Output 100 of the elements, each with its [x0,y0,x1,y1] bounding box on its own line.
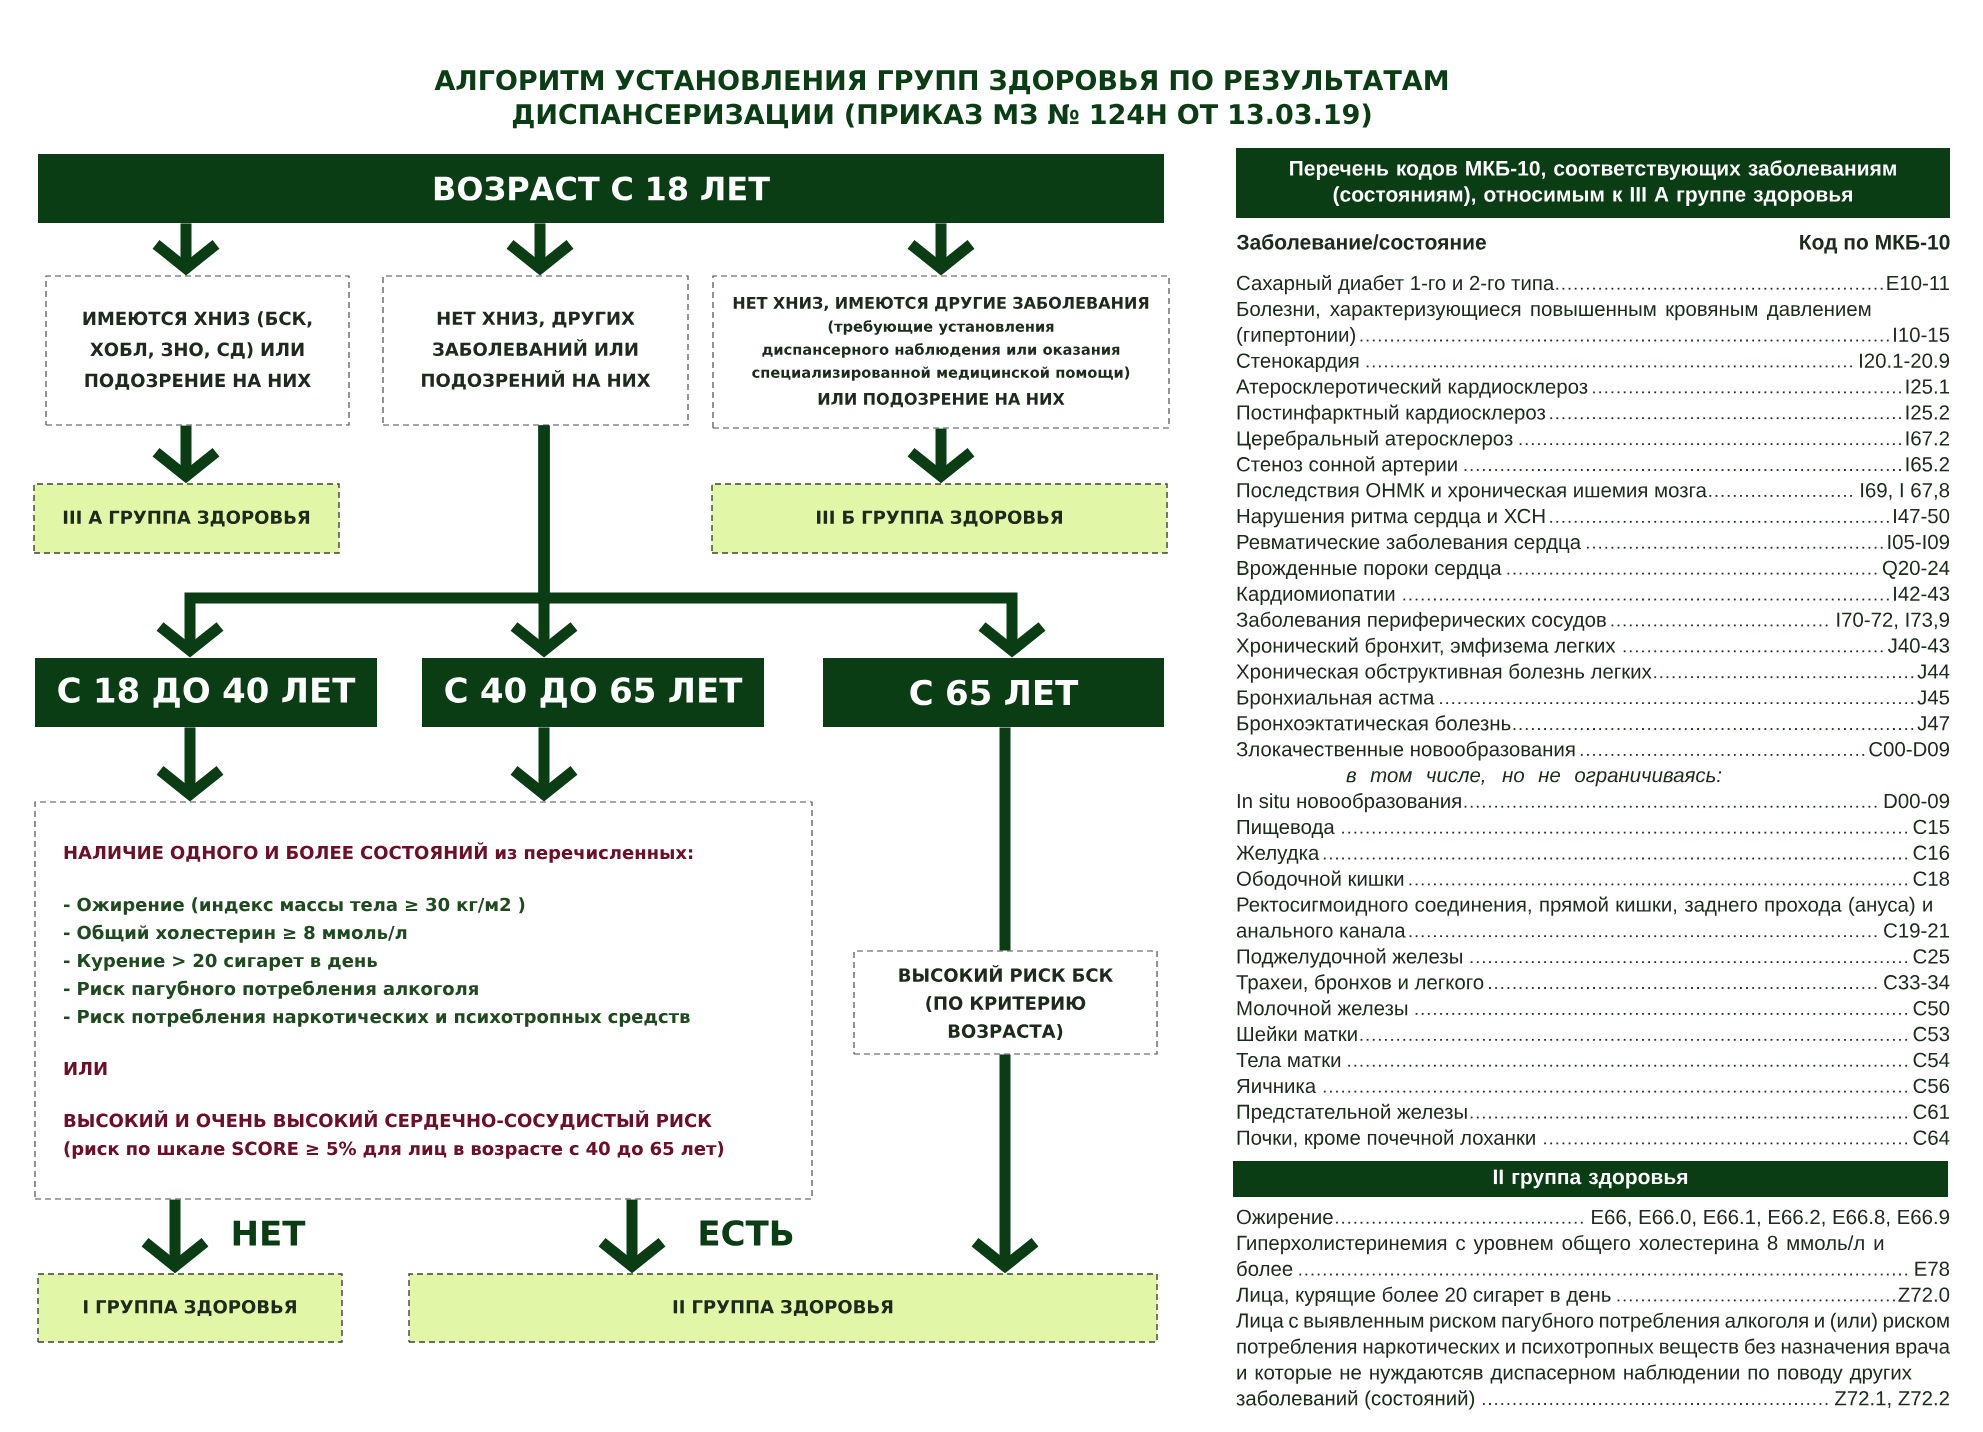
label: C56 [1913,1078,1950,1094]
label: Стенокардия [1237,353,1359,372]
label: C54 [1913,1052,1950,1068]
code-row: Пищевода C15 [1237,819,1950,838]
code-row: Ревматические заболевания сердца I05-I09 [1237,534,1950,554]
group-box: III Б ГРУППА ЗДОРОВЬЯ [711,483,1168,554]
label: I70-72, I73,9 [1837,612,1950,630]
group-box: I ГРУППА ЗДОРОВЬЯ [37,1273,343,1343]
code-row: Постинфарктный кардиосклероз I25.2 [1237,404,1949,424]
code-row: Предстательной железы C61 [1237,1103,1949,1124]
label: анального канала [1236,926,1406,938]
header-bar: ВОЗРАСТ С 18 ЛЕТ [38,154,1164,223]
label: I67.2 [1906,431,1949,446]
code-row: Почки, кроме почечной лоханки C64 [1237,1129,1950,1149]
label: Сахарный диабет 1-го и 2-го типа [1237,274,1555,295]
label: и которые не нуждаютсяв диспасерном наблюдении по поводу других [1237,1364,1912,1384]
label: C00-D09 [1869,741,1950,757]
label: Пищевода [1237,819,1335,838]
code-row: Болезни, характеризующиеся повышенным кровяным давлением (гипертонии) I10-15 [1237,301,1950,347]
label: C50 [1913,1000,1950,1016]
code-row: Гиперхолистеринемия с уровнем общего холестерина 8 ммоль/л и более E78 [1237,1234,1950,1277]
label: C25 [1913,949,1950,964]
label: J40-43 [1887,638,1950,653]
label: Бронхиальная астма [1237,690,1435,709]
age-bar: С 18 ДО 40 ЛЕТ [35,658,377,727]
label: Стеноз сонной артерии [1237,456,1457,476]
label: Молочной железы [1237,1000,1408,1016]
label: E10-11 [1887,275,1950,291]
code-row: Хроническая обструктивная болезнь легких J44 [1236,663,1950,683]
label: I20.1-20.9 [1860,353,1950,368]
group-box: II ГРУППА ЗДОРОВЬЯ [408,1273,1158,1343]
label: Предстательной железы [1237,1103,1467,1124]
edge-label: НЕТ [233,1220,306,1246]
code-row: Бронхиальная астма J45 [1237,690,1950,709]
code-row: Лица с выявленным риском пагубного потребления алкоголя и (или) риском потребления наркотических и психотропных веществ без назначения врача и которые не нуждаютсяв диспасерном наблюдении по поводу других заболеваний (состояний) Z72.1, Z72.2 [1236,1312,1950,1410]
age-bar: С 40 ДО 65 ЛЕТ [422,658,764,727]
label: J45 [1917,690,1950,705]
risk-box: ВЫСОКИЙ РИСК БСК (ПО КРИТЕРИЮ ВОЗРАСТА) [853,950,1158,1055]
code-row: Заболевания периферических сосудов I70-72, I73,9 [1236,611,1949,631]
label: Церебральный атеросклероз [1237,430,1513,450]
label: Нарушения ритма сердца и ХСН [1237,508,1545,528]
label: Z72.0 [1898,1287,1950,1302]
label: In situ новообразования [1237,793,1461,813]
label: I05-I09 [1888,534,1950,550]
label: потребления наркотических и психотропных веществ без назначения врача [1237,1338,1951,1358]
age-bar: С 65 ЛЕТ [823,658,1164,727]
label: Трахеи, бронхов и легкого [1236,974,1484,994]
label: Z72.1, Z72.2 [1835,1391,1949,1408]
label: C18 [1913,871,1950,886]
label: I25.2 [1906,405,1949,420]
code-row: Сахарный диабет 1-го и 2-го типа E10-11 [1237,274,1949,295]
label: Последствия ОНМК и хроническая ишемия мозга [1237,482,1707,502]
label: C15 [1913,819,1950,835]
condition-box: НЕТ ХНИЗ, ДРУГИХ ЗАБОЛЕВАНИЙ ИЛИ ПОДОЗРЕНИЙ НА НИХ [382,275,689,426]
code-row: Ректосигмоидного соединения, прямой кишки, заднего прохода (ануса) и анального канала C19-21 [1236,896,1949,938]
group-box: III А ГРУППА ЗДОРОВЬЯ [33,483,340,554]
title: АЛГОРИТМ УСТАНОВЛЕНИЯ ГРУПП ЗДОРОВЬЯ ПО РЕЗУЛЬТАТАМ ДИСПАНСЕРИЗАЦИИ (ПРИКАЗ МЗ № 124Н ОТ 13.03.19) [434,69,1448,129]
section-header-bar: II группа здоровья [1233,1161,1948,1197]
label: Хроническая обструктивная болезнь легких [1236,663,1652,683]
code-row: Нарушения ритма сердца и ХСН I47-50 [1237,508,1950,528]
label: Врожденные пороки сердца [1237,560,1502,580]
label: Заболевания периферических сосудов [1236,611,1606,631]
label: Лица с выявленным риском пагубного потребления алкоголя и (или) риском [1236,1312,1949,1332]
label: Ободочной кишки [1236,870,1404,890]
label: I42-43 [1894,586,1950,601]
code-row: Ожирение E66, E66.0, E66.1, E66.2, E66.8, E66.9 [1237,1209,1949,1229]
code-row: Трахеи, бронхов и легкого C33-34 [1236,974,1950,994]
label: Тела матки [1236,1052,1341,1068]
label: C61 [1913,1104,1950,1119]
code-row: Тела матки C54 [1236,1052,1950,1068]
label: Ревматические заболевания сердца [1237,534,1582,554]
label: Хронический бронхит, эмфизема легких [1236,637,1616,657]
code-row: Желудка C16 [1236,845,1950,865]
connector-line [999,727,1011,951]
code-row: Шейки матки C53 [1237,1026,1950,1042]
label: C19-21 [1884,923,1949,938]
code-row: Ободочной кишки C18 [1237,870,1950,890]
label: Кардиомиопатии [1237,586,1395,606]
code-row: Поджелудочной железы C25 [1237,948,1950,968]
label: Ректосигмоидного соединения, прямой кишки, заднего прохода (ануса) и [1237,896,1932,916]
label: C53 [1913,1026,1950,1042]
code-row: Стеноз сонной артерии I65.2 [1237,456,1949,476]
label: Q20-24 [1882,560,1950,579]
table-column-headers: Заболевание/состояние Код по МКБ-10 [1236,234,1950,254]
label: I65.2 [1906,457,1949,472]
code-row: In situ новообразования D00-09 [1237,793,1950,813]
label: J47 [1917,716,1949,731]
code-row: Стенокардия I20.1-20.9 [1237,353,1950,372]
label: Желудка [1236,845,1320,865]
label: J44 [1917,664,1950,679]
code-row: Молочной железы C50 [1237,1000,1950,1016]
criteria-box: НАЛИЧИЕ ОДНОГО И БОЛЕЕ СОСТОЯНИЙ из перечисленных: - Ожирение (индекс массы тела ≥ 30 кг/м2 ) - Общий холестерин ≥ 8 ммоль/л - Курение > 20 сигарет в день - Риск пагубного потребления алкоголя - Риск потребления наркотических и психотропных средств ИЛИ ВЫСОКИЙ И ОЧЕНЬ ВЫСОКИЙ СЕРДЕЧНО-СОСУДИСТЫЙ РИСК (риск по шкале SCORE ≥ 5% для лиц в возрасте с 40 до 65 лет) [34,801,813,1200]
label: Злокачественные новообразования [1236,741,1575,761]
label: I10-15 [1894,327,1950,342]
label: D00-09 [1884,793,1950,809]
arrow [971,1054,1039,1274]
label: E78 [1915,1261,1950,1277]
code-row: Бронхоэктатическая болезнь J47 [1237,715,1949,735]
code-row: Хронический бронхит, эмфизема легких J40-43 [1236,637,1950,657]
code-row: Врожденные пороки сердца Q20-24 [1237,560,1950,580]
